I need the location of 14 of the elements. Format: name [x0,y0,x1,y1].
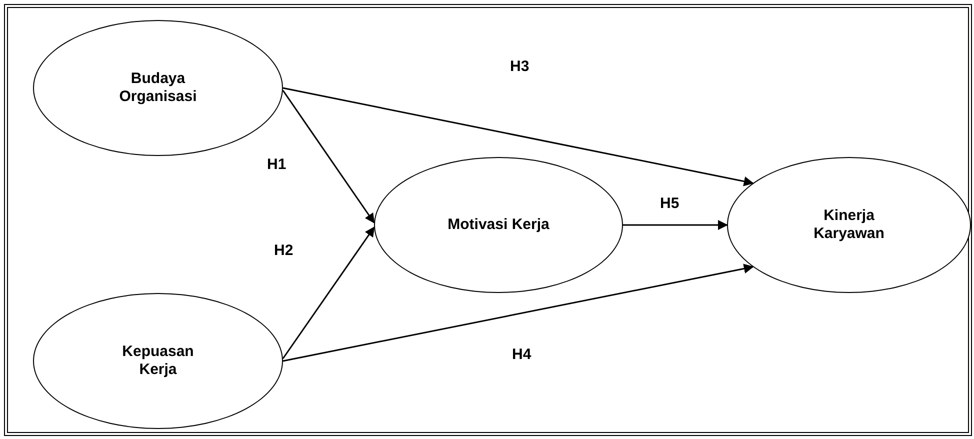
arrow [623,220,728,230]
edge-label: H5 [658,196,682,211]
construct-label: Kepuasan Kerja [121,343,195,379]
arrow [282,226,375,360]
edge-label: H3 [508,59,532,74]
construct-label: Budaya Organisasi [118,70,198,106]
edge-label: H1 [265,157,288,172]
arrow [282,264,754,362]
construct-label: Kinerja Karyawan [812,207,886,243]
arrow [282,87,754,186]
edge-label: H4 [510,347,534,362]
edge-label: H2 [272,243,296,258]
arrow [282,90,375,224]
construct-label: Motivasi Kerja [446,216,550,234]
